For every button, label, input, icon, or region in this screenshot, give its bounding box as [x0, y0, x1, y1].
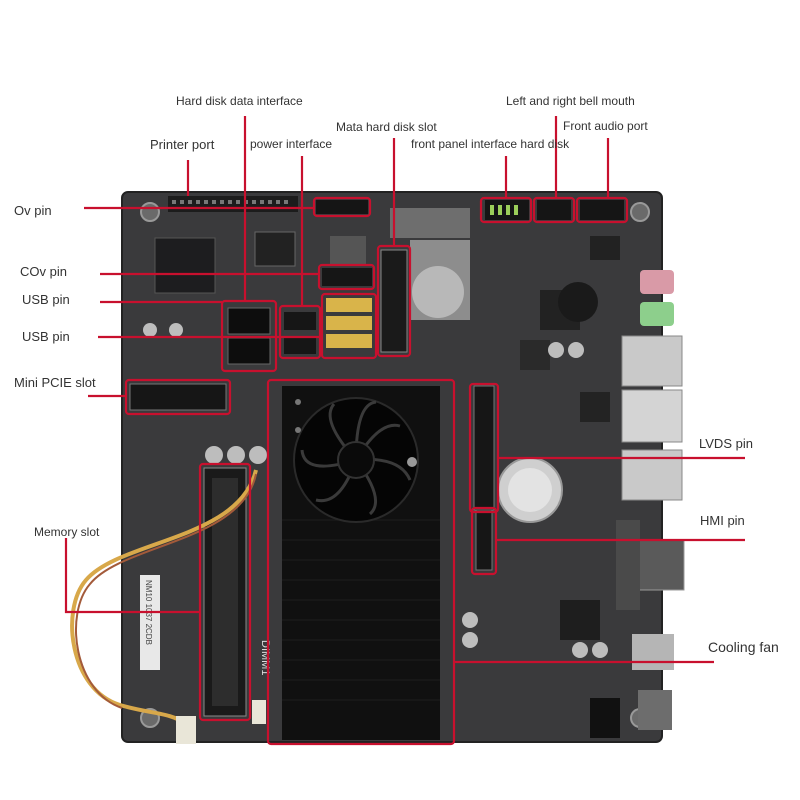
cooling-fan-icon: [293, 397, 419, 523]
label-hard-disk-data-interface: Hard disk data interface: [176, 94, 303, 108]
label-cooling-fan: Cooling fan: [708, 639, 779, 655]
label-front-audio-port: Front audio port: [563, 119, 648, 133]
label-left-right-bell-mouth: Left and right bell mouth: [506, 94, 635, 108]
leader-lines: [64, 116, 745, 664]
label-usb-pin-1: USB pin: [22, 292, 70, 307]
cooling-fan-box: [266, 378, 456, 746]
label-power-interface: power interface: [250, 137, 333, 151]
label-cov-pin: COv pin: [20, 264, 67, 279]
front-audio-box: [575, 196, 629, 224]
label-lvds-pin: LVDS pin: [699, 436, 753, 451]
label-mata-hard-disk-slot: Mata hard disk slot: [336, 120, 437, 134]
label-ov-pin: Ov pin: [14, 203, 52, 218]
label-usb-pin-2: USB pin: [22, 329, 70, 344]
dimm-print: DIMM1: [259, 640, 271, 675]
label-front-panel-interface: front panel interface hard disk: [411, 137, 570, 151]
label-printer-port: Printer port: [150, 137, 215, 152]
heatsink: [282, 386, 440, 740]
label-hmi-pin: HMI pin: [700, 513, 745, 528]
label-mini-pcie-slot: Mini PCIE slot: [14, 375, 96, 390]
power-interface-box: [278, 304, 322, 360]
memory-slot-box: [198, 462, 252, 722]
label-memory-slot: Memory slot: [34, 525, 100, 539]
bell-mouth-box: [532, 196, 576, 224]
cov-pin-box: [317, 263, 376, 291]
buzzer-icon: [558, 282, 598, 322]
usb-pin-box: [320, 292, 378, 360]
lvds-box: [468, 382, 500, 514]
